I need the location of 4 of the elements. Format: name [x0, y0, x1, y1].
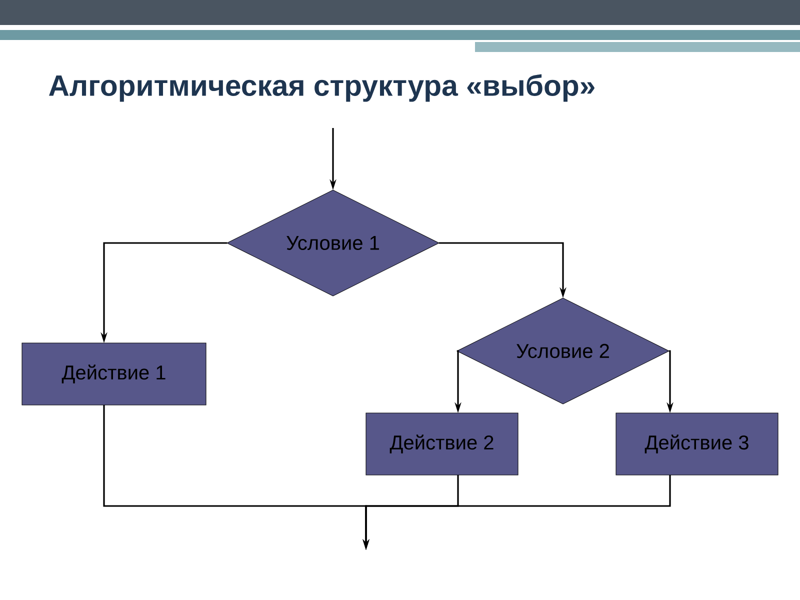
- process-box: Действие 3: [616, 412, 778, 476]
- process-box: Действие 2: [366, 412, 518, 476]
- title: Алгоритмическая структура «выбор»: [49, 74, 594, 102]
- process-box: Действие 1: [22, 342, 206, 406]
